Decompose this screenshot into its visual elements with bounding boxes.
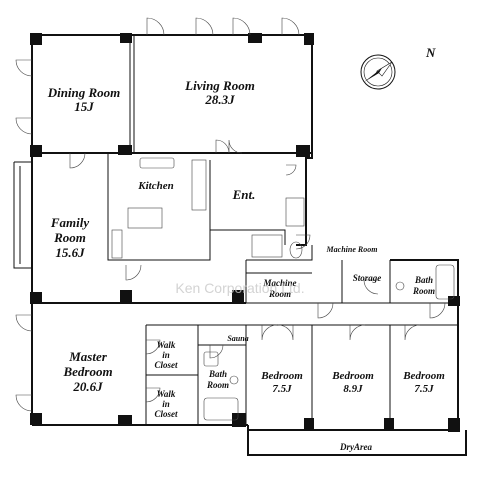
living-room-name: Living Room (184, 78, 255, 93)
sauna-name: Sauna (227, 334, 248, 343)
dining-room-size: 15J (74, 99, 94, 114)
family-room-name-1: Family (50, 215, 90, 230)
watermark: Ken Corporation Ltd. (175, 280, 304, 296)
north-arrow-icon (360, 54, 396, 90)
bedroom-2-size: 8.9J (343, 383, 363, 395)
machine-room-name-1: Machine (262, 278, 296, 288)
master-bedroom-name-2: Bedroom (62, 364, 112, 379)
fixtures (111, 157, 455, 421)
walk-in-closet-1-name-1: Walk (157, 340, 176, 350)
bath-room-mid-name-2: Room (206, 380, 229, 390)
bedroom-1-size: 7.5J (272, 383, 292, 395)
machine-room-name-2: Room (268, 289, 291, 299)
room-labels: Dining Room 15J Living Room 28.3J Kitche… (47, 78, 446, 452)
walk-in-closet-2-name-1: Walk (157, 389, 176, 399)
bath-room-mid-name-1: Bath (208, 369, 227, 379)
family-room-name-2: Room (53, 230, 86, 245)
compass-label: N (425, 45, 436, 60)
living-room-size: 28.3J (204, 92, 235, 107)
kitchen-name: Kitchen (137, 180, 173, 192)
interior-walls (13, 35, 458, 425)
master-bedroom-name-1: Master (68, 349, 108, 364)
walk-in-closet-1-name-2: in (162, 350, 170, 360)
machine-room-top-name: Machine Room (326, 245, 378, 254)
master-bedroom-size: 20.6J (72, 379, 103, 394)
bedroom-1-name: Bedroom (260, 370, 303, 382)
outer-walls (31, 34, 467, 456)
walk-in-closet-2-name-3: Closet (154, 409, 178, 419)
dry-area-name: DryArea (339, 442, 372, 452)
walk-in-closet-2-name-2: in (162, 399, 170, 409)
bedroom-3-size: 7.5J (414, 383, 434, 395)
walk-in-closet-1-name-3: Closet (154, 360, 178, 370)
entrance-name: Ent. (232, 187, 256, 202)
bedroom-3-name: Bedroom (402, 370, 445, 382)
pillars (30, 33, 460, 432)
bedroom-2-name: Bedroom (331, 370, 374, 382)
dining-room-name: Dining Room (47, 85, 121, 100)
bath-room-top-name-2: Room (412, 286, 435, 296)
storage-name: Storage (353, 273, 382, 283)
family-room-size: 15.6J (55, 245, 85, 260)
bath-room-top-name-1: Bath (414, 275, 433, 285)
